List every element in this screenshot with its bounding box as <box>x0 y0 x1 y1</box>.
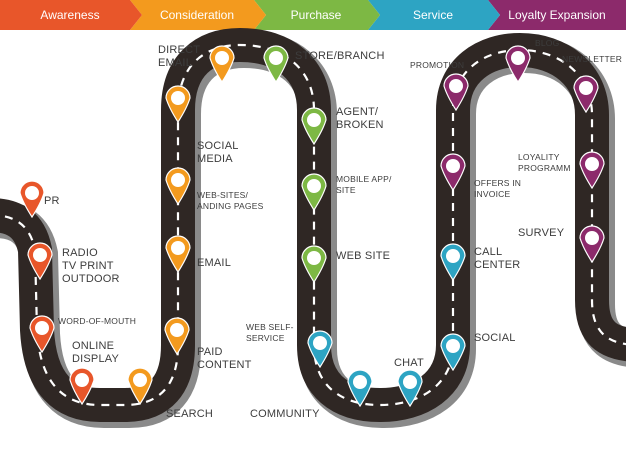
touchpoint-pin <box>440 153 466 192</box>
stage-chevron-1 <box>0 0 142 30</box>
touchpoint-label: STORE/BRANCH <box>295 50 385 62</box>
touchpoint-pin <box>19 180 45 219</box>
touchpoint-pin <box>573 75 599 114</box>
touchpoint-pin <box>29 315 55 354</box>
touchpoint-label: CALL CENTER <box>474 246 521 271</box>
pin-center <box>171 173 185 187</box>
stage-label-4: Service <box>412 8 453 22</box>
pin-center <box>215 51 229 65</box>
touchpoint-label: MOBILE APP/ SITE <box>336 174 392 195</box>
pin-center <box>170 323 184 337</box>
touchpoint-pin <box>579 151 605 190</box>
touchpoint-pin <box>263 45 289 84</box>
touchpoint-label: CHAT <box>394 357 424 369</box>
pin-center <box>75 373 89 387</box>
stage-chevron-4 <box>368 0 500 30</box>
pin-center <box>446 249 460 263</box>
pin-center <box>403 375 417 389</box>
touchpoint-label: SOCIAL MEDIA <box>197 140 239 165</box>
touchpoint-label: OFFERS IN INVOICE <box>474 178 522 199</box>
touchpoint-label: WEB SITE <box>336 250 391 262</box>
pin-center <box>446 339 460 353</box>
touchpoint-pin <box>440 333 466 372</box>
touchpoint-label: SURVEY <box>518 227 565 239</box>
stage-label-3: Purchase <box>290 8 342 22</box>
touchpoint-pin <box>164 317 190 356</box>
touchpoint-label: LOYALITY PROGRAMM <box>518 152 571 173</box>
touchpoint-label: WEB-SITES/ ANDING PAGES <box>197 190 264 211</box>
touchpoint-pin <box>579 225 605 264</box>
stage-label-1: Awareness <box>40 8 100 22</box>
touchpoint-pin <box>69 367 95 406</box>
pin-center <box>171 241 185 255</box>
touchpoint-pin <box>505 45 531 84</box>
touchpoint-label: COMMUNITY <box>250 408 320 420</box>
touchpoint-label: WORD-OF-MOUTH <box>58 316 137 326</box>
pin-center <box>313 336 327 350</box>
touchpoint-label: ONLINE DISPLAY <box>72 340 120 365</box>
stage-chevron-3 <box>254 0 380 30</box>
pin-center <box>307 179 321 193</box>
pin-center <box>171 91 185 105</box>
stage-label-5: Loyalty Expansion <box>508 8 606 22</box>
touchpoint-pin <box>301 107 327 146</box>
pin-center <box>511 51 525 65</box>
touchpoint-pin <box>301 245 327 284</box>
touchpoint-pin <box>307 330 333 369</box>
touchpoint-pin <box>347 369 373 408</box>
touchpoint-label: RADIO TV PRINT OUTDOOR <box>62 247 120 285</box>
stage-chevron-5 <box>488 0 626 30</box>
stage-chevron-2 <box>130 0 266 30</box>
touchpoint-label: BLOG <box>535 38 560 48</box>
stage-bar <box>0 0 626 30</box>
touchpoint-pin <box>443 73 469 112</box>
pin-center <box>133 373 147 387</box>
touchpoint-pin <box>27 242 53 281</box>
pin-center <box>25 186 39 200</box>
touchpoint-pin <box>165 167 191 206</box>
touchpoint-pin <box>165 85 191 124</box>
touchpoint-label: PROMOTION <box>410 60 465 70</box>
touchpoint-pin <box>127 367 153 406</box>
touchpoint-pin <box>397 369 423 408</box>
touchpoint-pin <box>209 45 235 84</box>
pin-center <box>446 159 460 173</box>
touchpoint-pin <box>301 173 327 212</box>
pin-center <box>33 248 47 262</box>
touchpoint-label: PAID CONTENT <box>197 346 252 371</box>
touchpoint-label: EMAIL <box>197 257 232 269</box>
touchpoint-label: SOCIAL <box>474 332 516 344</box>
touchpoint-label: PR <box>44 195 60 207</box>
pin-center <box>307 113 321 127</box>
touchpoint-pin <box>165 235 191 274</box>
pin-center <box>269 51 283 65</box>
touchpoint-label: AGENT/ BROKEN <box>336 106 384 131</box>
pin-center <box>353 375 367 389</box>
pin-center <box>579 81 593 95</box>
pin-center <box>449 79 463 93</box>
touchpoint-label: DIRECT EMAIL <box>158 44 201 69</box>
stage-label-2: Consideration <box>159 8 235 22</box>
pin-center <box>307 251 321 265</box>
pin-center <box>585 157 599 171</box>
touchpoint-label: SEARCH <box>166 408 214 420</box>
touchpoint-label: WEB SELF- SERVICE <box>246 322 294 343</box>
touchpoint-pin <box>440 243 466 282</box>
touchpoint-label: NEWSLETTER <box>562 54 623 64</box>
pin-center <box>585 231 599 245</box>
pin-center <box>35 321 49 335</box>
